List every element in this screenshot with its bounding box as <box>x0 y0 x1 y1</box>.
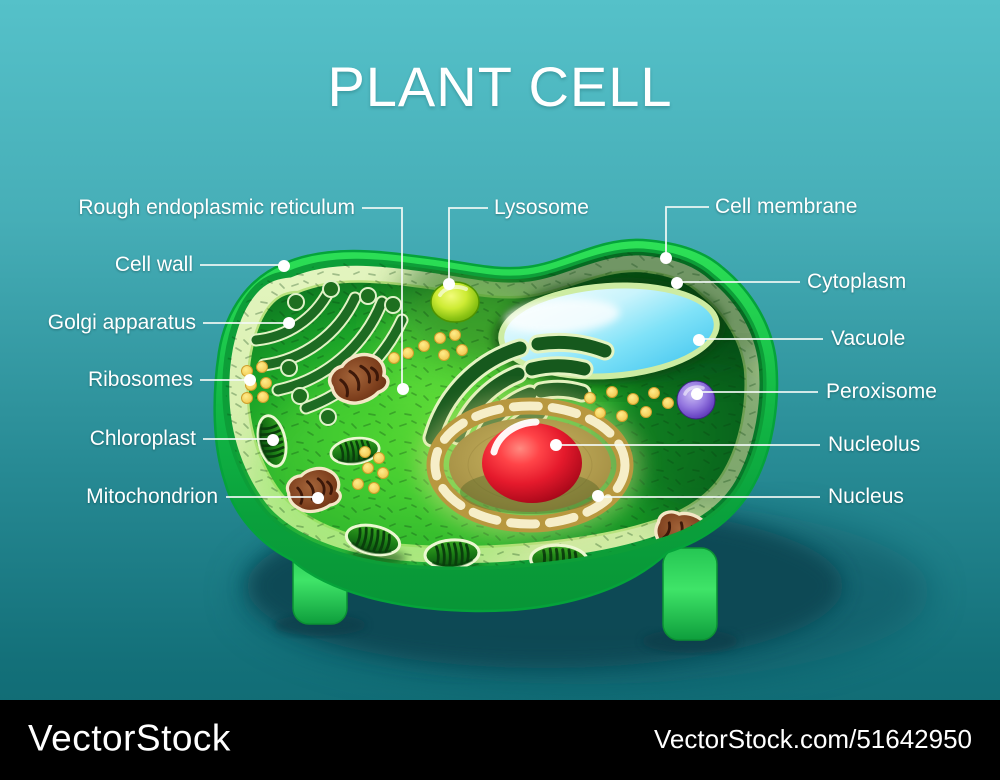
vacuole <box>492 277 726 385</box>
watermark-url: VectorStock.com/51642950 <box>654 723 972 754</box>
label-mitochondrion: Mitochondrion <box>86 485 218 508</box>
page-title: PLANT CELL <box>327 55 673 118</box>
nucleus <box>418 391 642 539</box>
nuclear-envelope <box>430 401 630 529</box>
lysosome <box>430 281 480 323</box>
leader-dots <box>244 252 705 504</box>
peroxisome <box>676 380 716 420</box>
label-nucleus: Nucleus <box>828 485 904 508</box>
vectorstock-logo: VectorStock <box>28 717 231 759</box>
label-cytoplasm: Cytoplasm <box>807 270 907 293</box>
label-golgi-apparatus: Golgi apparatus <box>47 311 196 334</box>
label-lysosome: Lysosome <box>494 196 589 219</box>
leader-lines <box>200 206 823 498</box>
label-cell-membrane: Cell membrane <box>715 195 858 218</box>
label-cell-wall: Cell wall <box>114 253 193 276</box>
label-vacuole: Vacuole <box>831 327 906 350</box>
label-chloroplast: Chloroplast <box>89 427 196 450</box>
plant-cell-illustration <box>200 206 930 684</box>
label-ribosomes: Ribosomes <box>87 368 193 391</box>
label-nucleolus: Nucleolus <box>828 433 921 456</box>
label-peroxisome: Peroxisome <box>826 380 937 403</box>
watermark-bar: VectorStock VectorStock.com/51642950 <box>0 700 1000 780</box>
label-rough-endoplasmic-reticulum: Rough endoplasmic reticulum <box>78 196 355 219</box>
